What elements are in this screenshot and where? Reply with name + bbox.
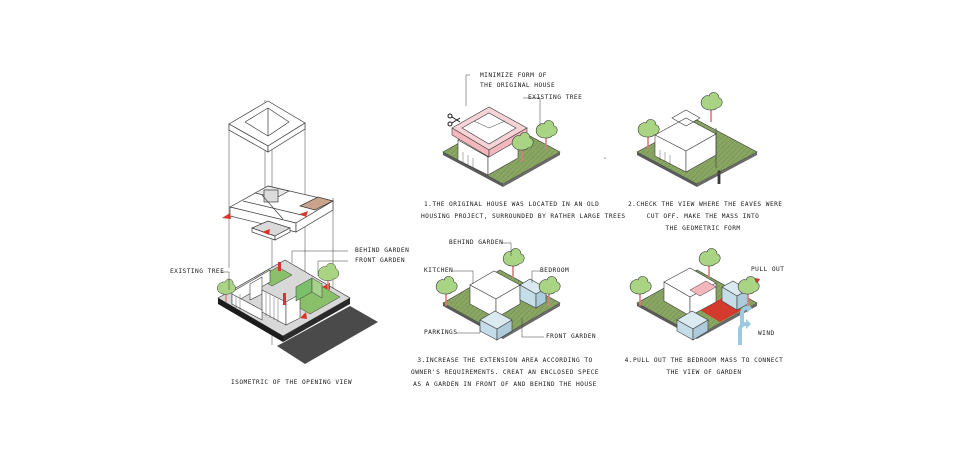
step4-diagram	[630, 248, 760, 345]
upper-floor-module	[230, 186, 333, 240]
label-bedroom: BEDROOM	[540, 267, 569, 276]
label-minimize-form: MINIMIZE FORM OF THE ORIGINAL HOUSE	[480, 71, 555, 91]
label-parkings: PARKINGS	[424, 329, 457, 338]
step3-caption: 3.INCREASE THE EXTENSION AREA ACCORDING …	[405, 355, 605, 391]
roof-module	[229, 101, 305, 152]
step3-diagram	[436, 243, 560, 340]
step2-diagram	[637, 92, 757, 187]
step1-caption: 1.THE ORIGINAL HOUSE WAS LOCATED IN AN O…	[421, 199, 626, 223]
step3-caption-line1: 3.INCREASE THE EXTENSION AREA ACCORDING …	[405, 355, 605, 367]
separator-dot	[604, 157, 606, 159]
step2-caption-line3: THE GEOMETRIC FORM	[628, 223, 778, 235]
label-front-garden: FRONT GARDEN	[546, 333, 596, 342]
ground-floor-module	[217, 260, 378, 364]
step1-caption-line2: HOUSING PROJECT, SURROUNDED BY RATHER LA…	[421, 211, 626, 223]
label-kitchen: KITCHEN	[424, 267, 453, 276]
label-wind: WIND	[758, 330, 775, 339]
label-minimize-form-line2: THE ORIGINAL HOUSE	[480, 82, 555, 89]
step4-caption-line2: THE VIEW OF GARDEN	[614, 367, 794, 379]
isometric-exploded-view	[217, 100, 378, 364]
step4-caption: 4.PULL OUT THE BEDROOM MASS TO CONNECT T…	[614, 355, 794, 379]
step1-diagram	[443, 75, 560, 187]
step2-caption-line1: 2.CHECK THE VIEW WHERE THE EAVES WERE	[628, 199, 778, 211]
step2-caption: 2.CHECK THE VIEW WHERE THE EAVES WERE CU…	[628, 199, 778, 235]
step3-caption-line2: OWNER'S REQUIREMENTS. CREAT AN ENCLOSED …	[405, 367, 605, 379]
step1-caption-line1: 1.THE ORIGINAL HOUSE WAS LOCATED IN AN O…	[421, 199, 626, 211]
step4-caption-line1: 4.PULL OUT THE BEDROOM MASS TO CONNECT	[614, 355, 794, 367]
label-existing-tree-top: EXISTING TREE	[528, 94, 582, 103]
person-icon	[717, 170, 720, 184]
step2-caption-line2: CUT OFF. MAKE THE MASS INTO	[628, 211, 778, 223]
label-front-garden-left: FRONT GARDEN	[355, 257, 405, 266]
isometric-caption: ISOMETRIC OF THE OPENING VIEW	[231, 379, 352, 388]
label-pull-out: PULL OUT	[751, 266, 784, 275]
label-behind-garden-left: BEHIND GARDEN	[355, 247, 409, 256]
step3-caption-line3: AS A GARDEN IN FRONT OF AND BEHIND THE H…	[405, 379, 605, 391]
label-minimize-form-line1: MINIMIZE FORM OF	[480, 72, 547, 79]
label-existing-tree-left: EXISTING TREE	[170, 268, 224, 277]
label-behind-garden: BEHIND GARDEN	[449, 239, 503, 248]
